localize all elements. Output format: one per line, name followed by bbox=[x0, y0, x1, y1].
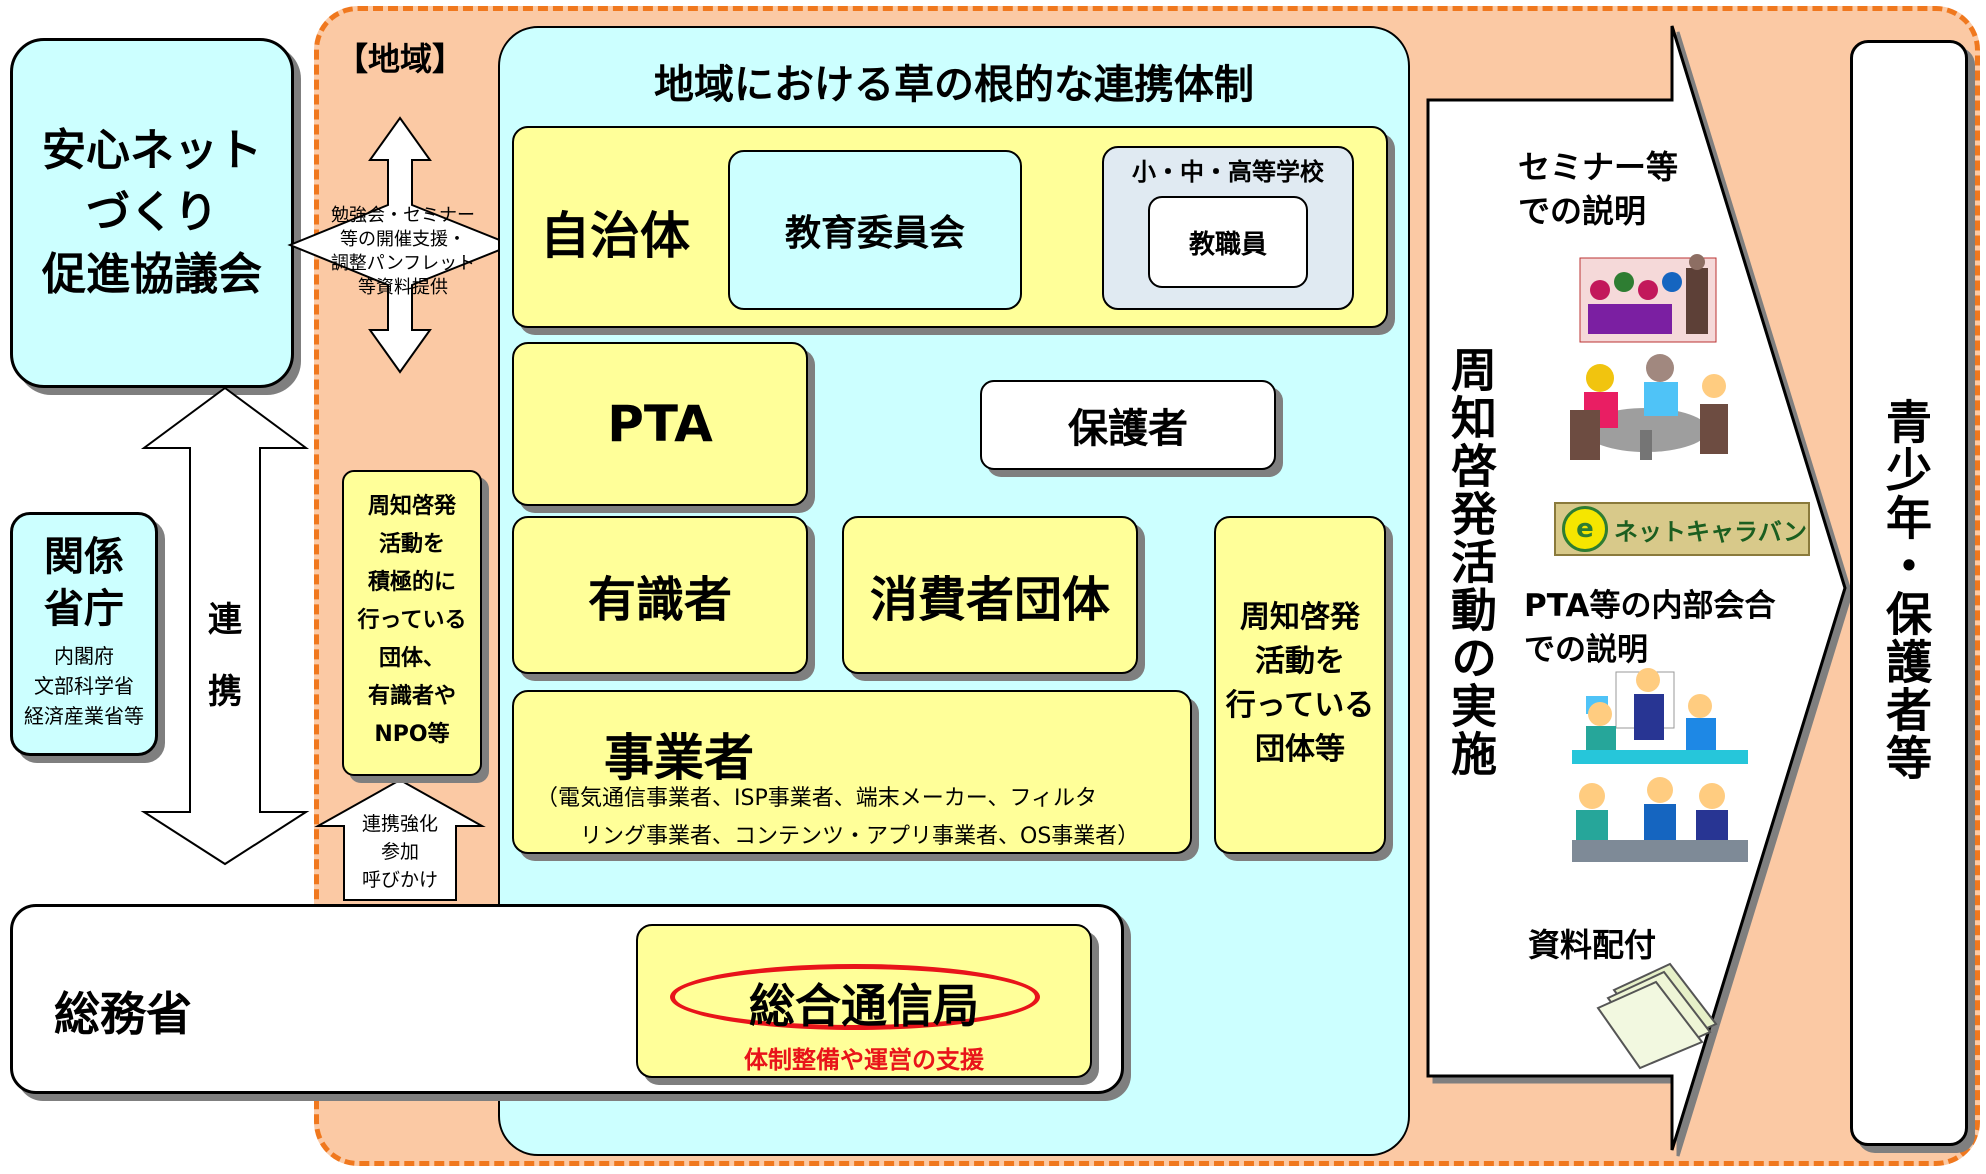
active-groups-line: 活動を bbox=[378, 532, 445, 557]
call-line: 連携強化 bbox=[361, 813, 438, 835]
active-groups-line: 有識者や bbox=[367, 684, 456, 709]
caravan-label: ネットキャラバン bbox=[1614, 517, 1807, 546]
call-line: 参加 bbox=[380, 841, 419, 863]
materials-label: 資料配付 bbox=[1528, 926, 1657, 964]
business-label: 事業者 bbox=[604, 729, 754, 787]
call-text: 連携強化 参加 呼びかけ bbox=[344, 810, 456, 894]
council-box: 安心ネット づくり 促進協議会 bbox=[10, 38, 294, 388]
support-line: 調整パンフレット bbox=[330, 253, 476, 274]
pta-box: PTA bbox=[512, 342, 808, 506]
support-text: 勉強会・セミナー 等の開催支援・ 調整パンフレット 等資料提供 bbox=[318, 204, 488, 300]
e-net-caravan-logo: e ネットキャラバン bbox=[1554, 502, 1810, 556]
awareness-vertical-title: 周知啓発活動の実施 bbox=[1444, 346, 1498, 778]
active-groups-line: 周知啓発 bbox=[367, 494, 456, 519]
consumer-groups-box: 消費者団体 bbox=[842, 516, 1138, 674]
ministries-item: 内閣府 bbox=[54, 644, 114, 668]
active-groups-line: 積極的に bbox=[367, 570, 456, 595]
ministries-title-line1: 関係 bbox=[44, 534, 124, 580]
renkei-char-1: 連 bbox=[208, 600, 242, 640]
council-title-line2: づくり bbox=[86, 187, 218, 238]
bureau-support: 体制整備や運営の支援 bbox=[744, 1046, 984, 1074]
awareness-groups-line: 団体等 bbox=[1255, 732, 1345, 767]
awareness-groups-line: 周知啓発 bbox=[1240, 600, 1360, 635]
ministries-box: 関係 省庁 内閣府 文部科学省 経済産業省等 bbox=[10, 512, 158, 756]
support-line: 勉強会・セミナー bbox=[331, 205, 475, 226]
teachers-box: 教職員 bbox=[1148, 196, 1308, 288]
active-groups-line: 行っている bbox=[357, 608, 467, 633]
business-box bbox=[512, 690, 1192, 854]
mic-title: 総務省 bbox=[54, 987, 192, 1041]
seminar-line2: での説明 bbox=[1518, 192, 1647, 230]
ministries-title-line2: 省庁 bbox=[44, 586, 124, 632]
network-title: 地域における草の根的な連携体制 bbox=[654, 62, 1254, 108]
bureau-title: 総合通信局 bbox=[749, 979, 979, 1033]
target-box bbox=[1850, 40, 1968, 1146]
support-line: 等資料提供 bbox=[358, 277, 448, 298]
target-title: 青少年・保護者等 bbox=[1879, 398, 1933, 782]
council-title-line3: 促進協議会 bbox=[42, 249, 262, 300]
ministries-item: 文部科学省 bbox=[34, 674, 134, 698]
ministries-item: 経済産業省等 bbox=[24, 704, 144, 728]
call-line: 呼びかけ bbox=[361, 869, 438, 891]
e-letter-icon: e bbox=[1562, 506, 1608, 552]
pta-meeting-line2: での説明 bbox=[1524, 632, 1648, 668]
support-line: 等の開催支援・ bbox=[340, 229, 466, 250]
experts-box: 有識者 bbox=[512, 516, 808, 674]
guardians-box: 保護者 bbox=[980, 380, 1276, 470]
active-groups-box: 周知啓発 活動を 積極的に 行っている 団体、 有識者や NPO等 bbox=[342, 470, 482, 776]
awareness-groups-line: 行っている bbox=[1225, 688, 1375, 723]
renkei-char-2: 携 bbox=[208, 672, 242, 712]
region-label: 【地域】 bbox=[336, 40, 465, 78]
seminar-line1: セミナー等 bbox=[1518, 148, 1679, 186]
council-title-line1: 安心ネット bbox=[42, 125, 262, 176]
business-detail-line2: リング事業者、コンテンツ・アプリ事業者、OS事業者） bbox=[580, 824, 1140, 849]
active-groups-line: NPO等 bbox=[374, 722, 450, 747]
pta-meeting-line1: PTA等の内部会合 bbox=[1524, 588, 1776, 624]
awareness-groups-box: 周知啓発 活動を 行っている 団体等 bbox=[1214, 516, 1386, 854]
business-detail-line1: （電気通信事業者、ISP事業者、端末メーカー、フィルタ bbox=[536, 786, 1098, 811]
board-of-education-box: 教育委員会 bbox=[728, 150, 1022, 310]
jichitai-label: 自治体 bbox=[540, 207, 690, 265]
awareness-groups-line: 活動を bbox=[1255, 644, 1345, 679]
active-groups-line: 団体、 bbox=[378, 646, 445, 671]
bureau-highlight-ellipse bbox=[670, 964, 1040, 1030]
schools-label: 小・中・高等学校 bbox=[1132, 158, 1324, 186]
